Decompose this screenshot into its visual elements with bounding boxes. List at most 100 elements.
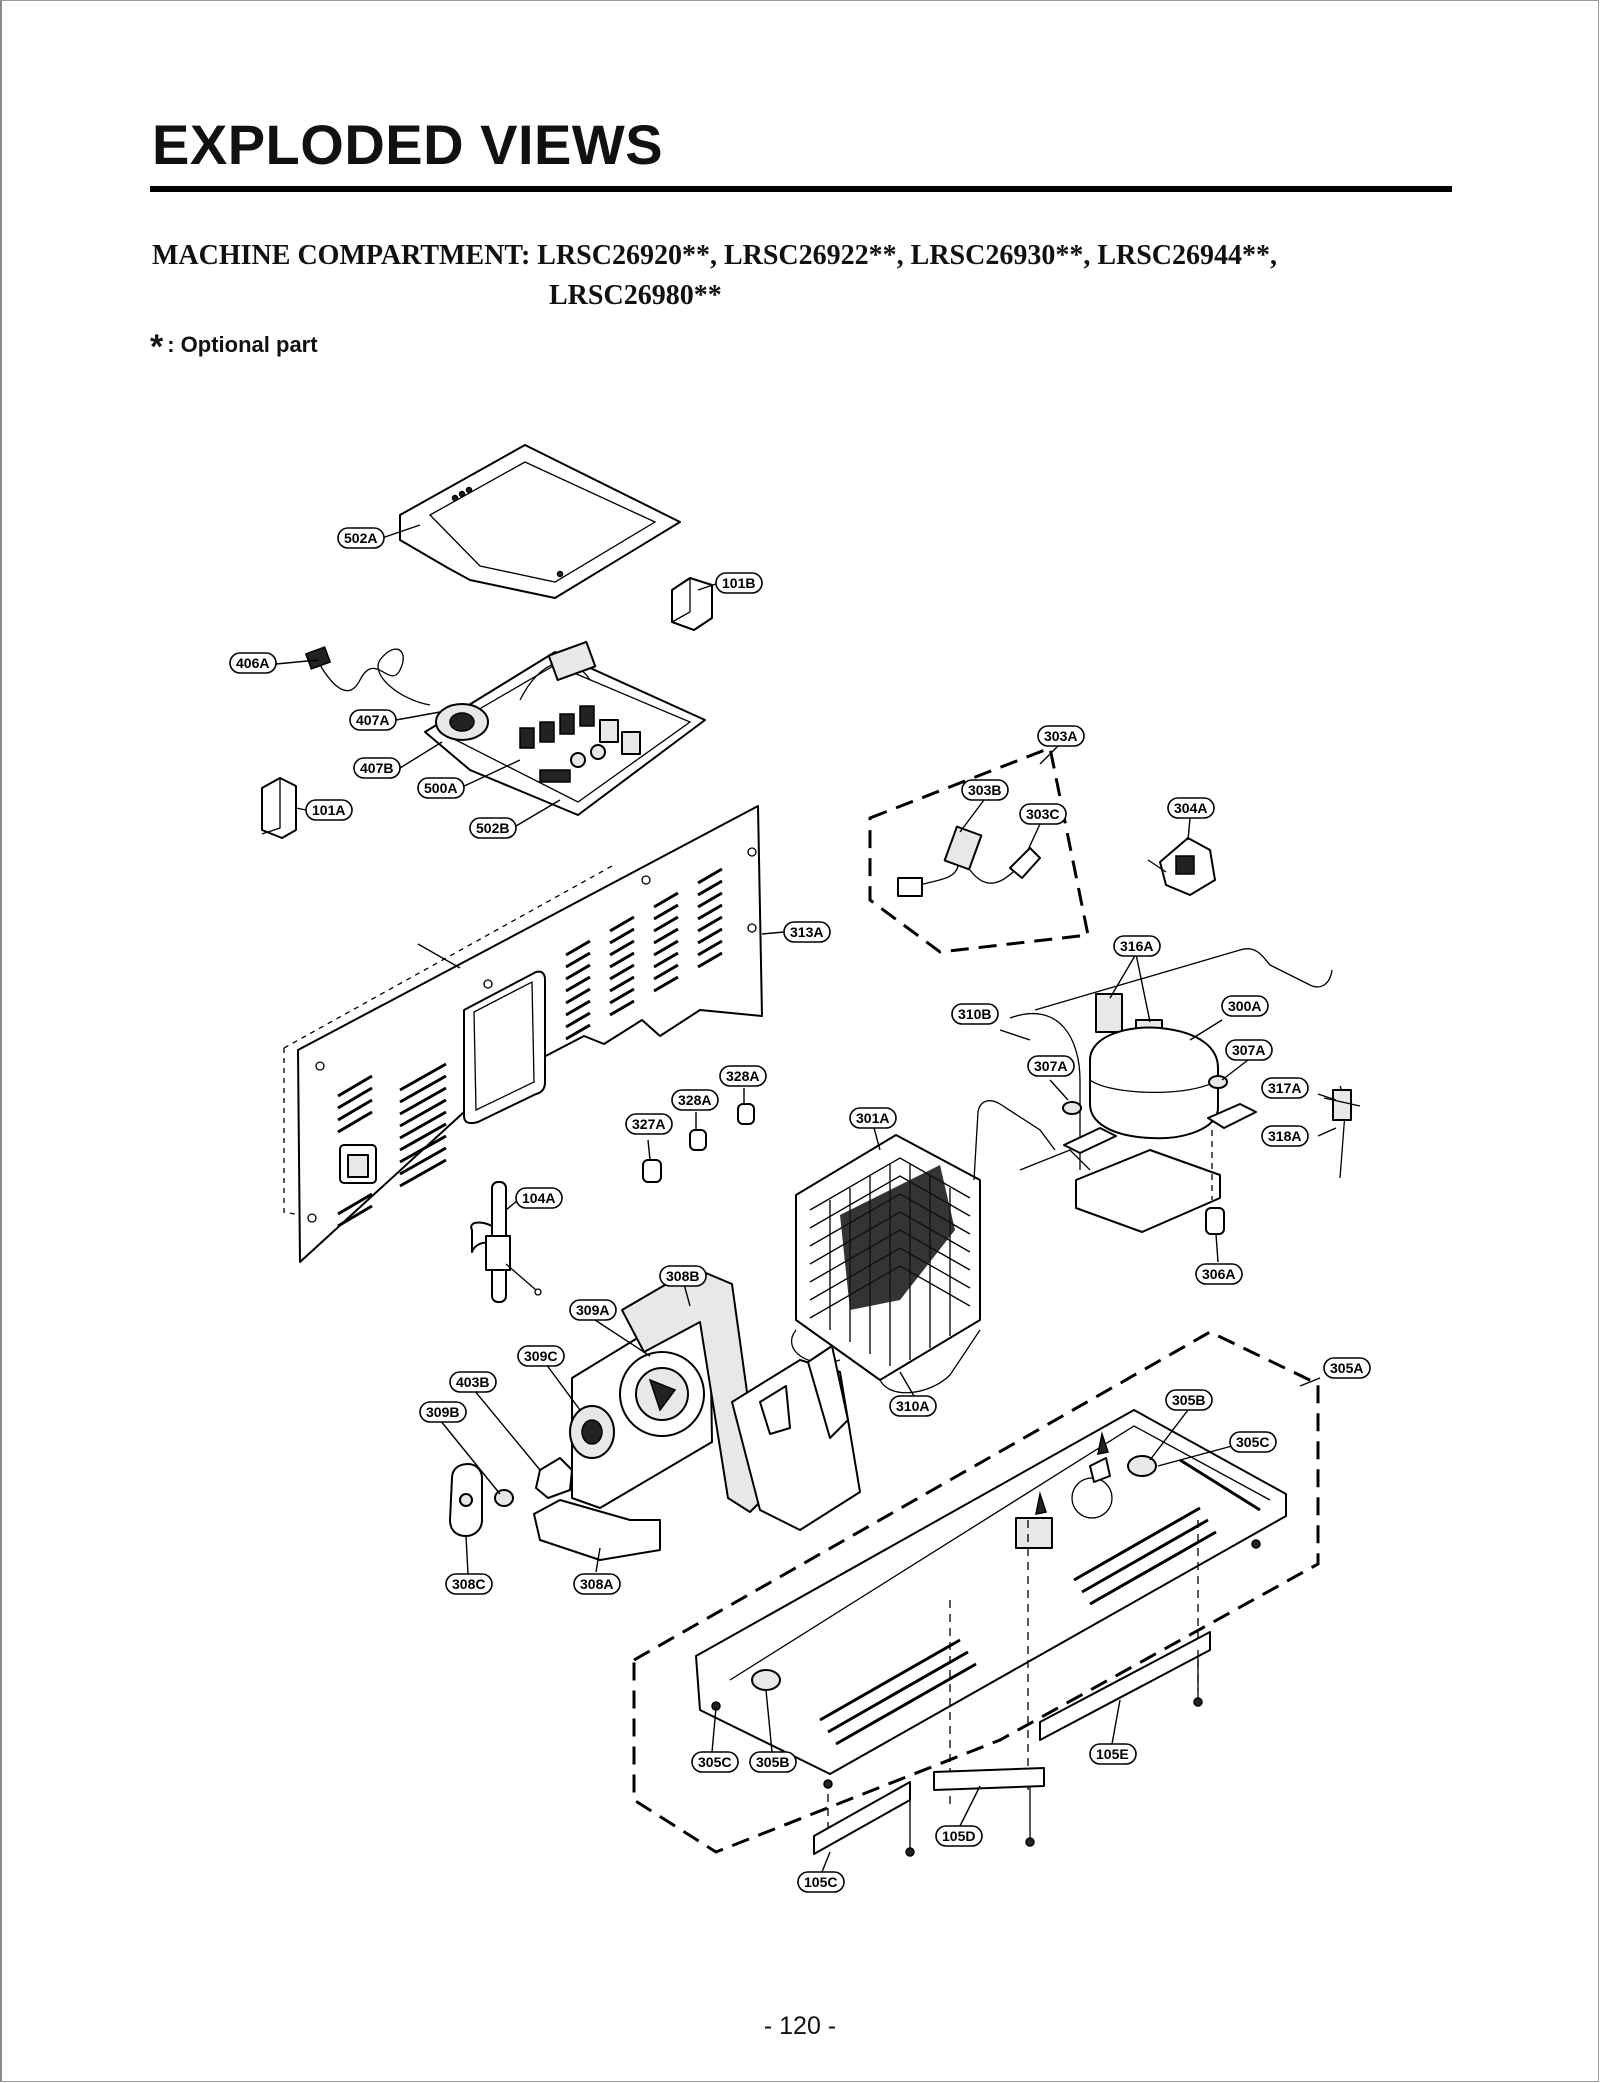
svg-text:305B: 305B	[756, 1754, 789, 1770]
callout-308C: 308C	[445, 1573, 493, 1595]
callout-301A: 301A	[849, 1107, 897, 1129]
callout-307A-right: 307A	[1225, 1039, 1273, 1061]
callout-500A: 500A	[417, 777, 465, 799]
svg-text:309C: 309C	[524, 1348, 557, 1364]
subtitle-line-1: MACHINE COMPARTMENT: LRSC26920**, LRSC26…	[152, 240, 1278, 271]
svg-text:316A: 316A	[1120, 938, 1153, 954]
callout-407A: 407A	[349, 709, 397, 731]
svg-text:313A: 313A	[790, 924, 823, 940]
optional-part-note: *: Optional part	[150, 328, 318, 367]
callout-305A: 305A	[1323, 1357, 1371, 1379]
svg-text:308A: 308A	[580, 1576, 613, 1592]
callout-502B: 502B	[469, 817, 517, 839]
back-panel-313A	[283, 805, 763, 1263]
svg-text:309B: 309B	[426, 1404, 459, 1420]
svg-text:310A: 310A	[896, 1398, 929, 1414]
fan-motor-assembly	[449, 1267, 861, 1561]
svg-text:502A: 502A	[344, 530, 377, 546]
callout-309B: 309B	[419, 1401, 467, 1423]
svg-text:104A: 104A	[522, 1190, 555, 1206]
svg-text:300A: 300A	[1228, 998, 1261, 1014]
power-cord	[304, 646, 431, 706]
callout-328A-upper: 328A	[719, 1065, 767, 1087]
svg-text:304A: 304A	[1174, 800, 1207, 816]
callout-303A: 303A	[1037, 725, 1085, 747]
callout-308B: 308B	[659, 1265, 707, 1287]
svg-text:403B: 403B	[456, 1374, 489, 1390]
spacers-327A-328A	[642, 1103, 755, 1183]
part-304A	[1147, 837, 1216, 896]
callout-101B: 101B	[715, 572, 763, 594]
callout-403B: 403B	[449, 1371, 497, 1393]
callout-303C: 303C	[1019, 803, 1067, 825]
svg-text:306A: 306A	[1202, 1266, 1235, 1282]
svg-text:327A: 327A	[632, 1116, 665, 1132]
svg-text:301A: 301A	[856, 1110, 889, 1126]
vent-slots-left	[337, 1062, 447, 1228]
svg-text:328A: 328A	[726, 1068, 759, 1084]
svg-text:305B: 305B	[1172, 1392, 1205, 1408]
base-plate-group-305A	[632, 1330, 1320, 1854]
svg-text:308C: 308C	[452, 1576, 485, 1592]
callout-305B-lower: 305B	[749, 1751, 797, 1773]
drain-tube-104A	[470, 1181, 542, 1303]
page-number: - 120 -	[763, 2012, 837, 2040]
callout-105D: 105D	[935, 1825, 983, 1847]
callout-303B: 303B	[961, 779, 1009, 801]
page-title: EXPLODED VIEWS	[152, 113, 664, 176]
svg-text:307A: 307A	[1232, 1042, 1265, 1058]
callout-306A: 306A	[1195, 1263, 1243, 1285]
callout-305C-lower: 305C	[691, 1751, 739, 1773]
bracket-101B	[671, 577, 713, 631]
bracket-101A	[261, 777, 297, 839]
control-box-cover	[399, 444, 681, 599]
svg-text:105D: 105D	[942, 1828, 975, 1844]
callout-318A: 318A	[1261, 1125, 1309, 1147]
svg-text:101A: 101A	[312, 802, 345, 818]
svg-text:303C: 303C	[1026, 806, 1059, 822]
svg-text:407B: 407B	[360, 760, 393, 776]
page-subtitle: MACHINE COMPARTMENT: LRSC26920**, LRSC26…	[152, 236, 1277, 316]
control-box-assembly	[424, 640, 706, 816]
callout-310B: 310B	[951, 1003, 999, 1025]
callout-327A: 327A	[625, 1113, 673, 1135]
callout-305B-upper: 305B	[1165, 1389, 1213, 1411]
callout-309C: 309C	[517, 1345, 565, 1367]
callout-328A-lower: 328A	[671, 1089, 719, 1111]
callout-307A-left: 307A	[1027, 1055, 1075, 1077]
harness-group-303A	[868, 745, 1090, 954]
svg-text:105C: 105C	[804, 1874, 837, 1890]
callout-309A: 309A	[569, 1299, 617, 1321]
vent-slots-right	[565, 867, 723, 1041]
grommet-306A	[1205, 1207, 1225, 1235]
svg-text:500A: 500A	[424, 780, 457, 796]
title-rule	[150, 186, 1452, 192]
callout-316A: 316A	[1113, 935, 1161, 957]
svg-text:502B: 502B	[476, 820, 509, 836]
svg-text:310B: 310B	[958, 1006, 991, 1022]
svg-text:305C: 305C	[1236, 1434, 1269, 1450]
subtitle-line-2: LRSC26980**	[549, 280, 722, 311]
bottom-brackets	[711, 1539, 1261, 1857]
svg-text:105E: 105E	[1096, 1746, 1129, 1762]
optional-star: *	[150, 328, 164, 366]
svg-text:303B: 303B	[968, 782, 1001, 798]
condenser-301A	[790, 1134, 981, 1394]
svg-text:309A: 309A	[576, 1302, 609, 1318]
callout-305C-upper: 305C	[1229, 1431, 1277, 1453]
svg-text:101B: 101B	[722, 575, 755, 591]
callout-313A: 313A	[783, 921, 831, 943]
callout-308A: 308A	[573, 1573, 621, 1595]
svg-text:305C: 305C	[698, 1754, 731, 1770]
callout-105C: 105C	[797, 1871, 845, 1893]
svg-text:305A: 305A	[1330, 1360, 1363, 1376]
callout-105E: 105E	[1089, 1743, 1137, 1765]
svg-text:308B: 308B	[666, 1268, 699, 1284]
callout-300A: 300A	[1221, 995, 1269, 1017]
callout-304A: 304A	[1167, 797, 1215, 819]
callout-310A: 310A	[889, 1395, 937, 1417]
callout-407B: 407B	[353, 757, 401, 779]
svg-text:328A: 328A	[678, 1092, 711, 1108]
callout-104A: 104A	[515, 1187, 563, 1209]
